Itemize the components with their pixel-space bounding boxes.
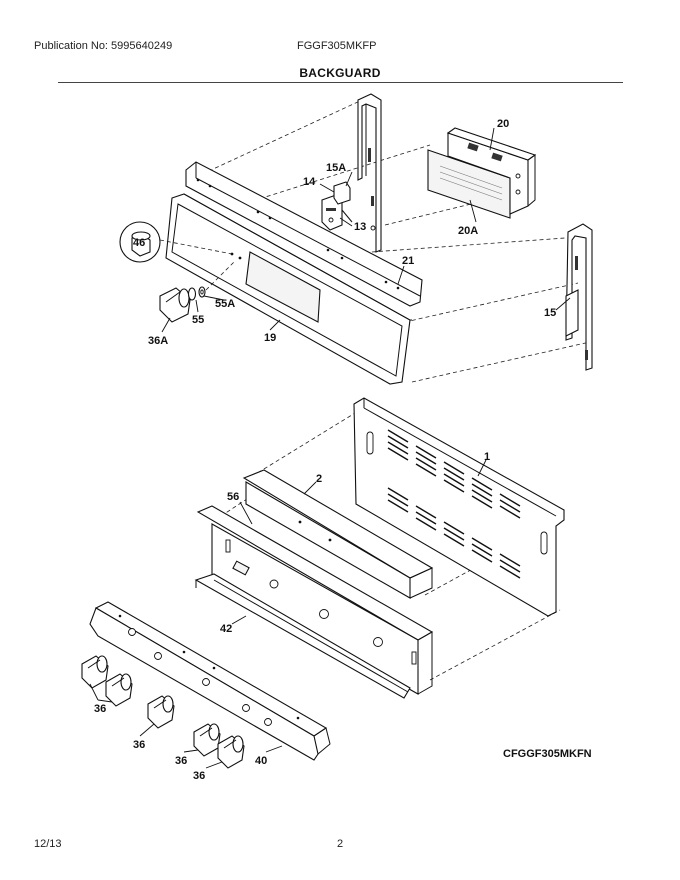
callout-36-b: 36 [133, 739, 145, 751]
callout-20: 20 [497, 118, 509, 130]
vent-louvers [387, 429, 521, 579]
callout-36a: 36A [148, 335, 168, 347]
side-bracket-15 [565, 223, 593, 371]
rear-panel-1 [353, 397, 565, 617]
callout-36-d: 36 [193, 770, 205, 782]
page-number: 2 [337, 838, 344, 850]
button-46 [119, 221, 233, 263]
callout-14: 14 [303, 176, 316, 188]
callout-2: 2 [316, 473, 322, 485]
callout-labels: 20 15A 14 13 20A 21 46 15 55A 55 19 36A … [94, 118, 556, 782]
callout-46: 46 [133, 237, 145, 249]
footer-date: 12/13 [34, 838, 62, 850]
callout-56: 56 [227, 491, 239, 503]
callout-36-c: 36 [175, 755, 187, 767]
callout-15: 15 [544, 307, 556, 319]
knob-36-2 [105, 673, 133, 707]
callout-1: 1 [484, 451, 490, 463]
control-panel-19 [165, 193, 412, 385]
manifold-panel-40 [89, 601, 331, 761]
knob-36-4 [193, 723, 221, 757]
callout-40: 40 [255, 755, 267, 767]
leader-lines [89, 127, 571, 769]
knob-36-3 [147, 695, 175, 729]
knob-36a-group [159, 261, 235, 323]
callout-21: 21 [402, 255, 414, 267]
title-rule [58, 82, 623, 83]
model-number: FGGF305MKFP [297, 40, 377, 52]
knob-36-1 [81, 655, 109, 689]
inner-panel-56 [196, 505, 434, 695]
switch-assembly-13-14 [321, 181, 353, 231]
callout-55: 55 [192, 314, 204, 326]
callout-19: 19 [264, 332, 276, 344]
callout-13: 13 [354, 221, 366, 233]
knob-36-5 [217, 735, 245, 769]
trim-21 [185, 161, 423, 307]
callout-36-a: 36 [94, 703, 106, 715]
publication-number: Publication No: 5995640249 [34, 40, 173, 52]
callout-42: 42 [220, 623, 232, 635]
callout-15a: 15A [326, 162, 346, 174]
trim-strip-42 [194, 573, 411, 699]
diagram-model-code: CFGGF305MKFN [503, 748, 592, 760]
shield-2 [242, 469, 434, 599]
callout-55a: 55A [215, 298, 235, 310]
control-board-20 [427, 127, 537, 219]
callout-20a: 20A [458, 225, 478, 237]
section-title: BACKGUARD [299, 66, 381, 80]
bracket-15a [357, 93, 382, 253]
